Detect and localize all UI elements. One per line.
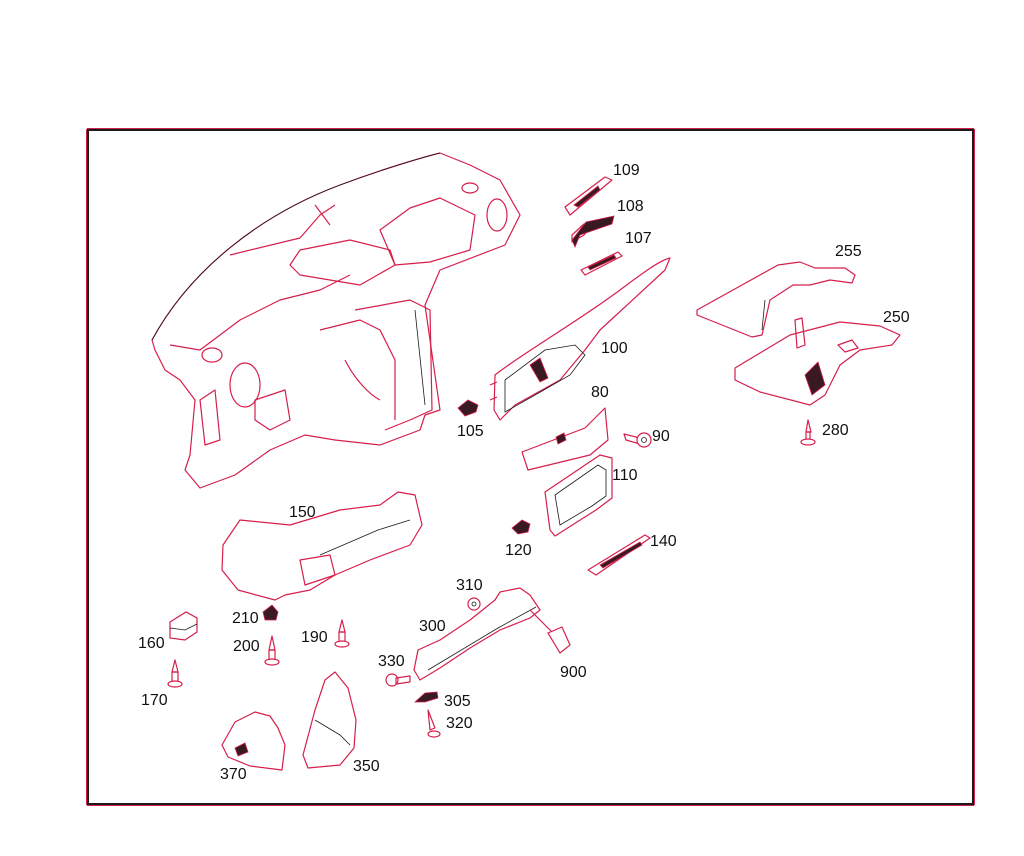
callout-170: 170 (141, 692, 168, 709)
callout-120: 120 (505, 542, 532, 559)
callout-210: 210 (232, 610, 259, 627)
callout-900: 900 (560, 664, 587, 681)
callout-370: 370 (220, 766, 247, 783)
badge-107 (580, 251, 623, 276)
callout-305: 305 (444, 693, 471, 710)
callout-108: 108 (617, 198, 644, 215)
callout-320: 320 (446, 715, 473, 732)
callout-190: 190 (301, 629, 328, 646)
console-300 (413, 587, 541, 681)
diagram-frame (87, 129, 974, 805)
callout-255: 255 (835, 243, 862, 260)
callout-200: 200 (233, 638, 260, 655)
bracket-350 (302, 671, 357, 769)
clip-105 (457, 399, 479, 417)
callout-250: 250 (883, 309, 910, 326)
callout-150: 150 (289, 504, 316, 521)
callout-330: 330 (378, 653, 405, 670)
callout-160: 160 (138, 635, 165, 652)
badge-108 (571, 215, 615, 249)
callout-109: 109 (613, 162, 640, 179)
air-duct-150 (221, 491, 423, 601)
screw-90 (623, 432, 652, 448)
bracket-370 (221, 711, 286, 771)
callout-310: 310 (456, 577, 483, 594)
callout-300: 300 (419, 618, 446, 635)
trim-panel-100 (489, 257, 671, 421)
nut-310 (467, 597, 481, 611)
bracket-255 (696, 261, 856, 338)
badge-140 (587, 534, 651, 576)
screw-330 (385, 673, 411, 687)
callout-100: 100 (601, 340, 628, 357)
screw-280 (800, 419, 816, 446)
label-900 (529, 609, 571, 654)
bezel-frame-110 (544, 454, 613, 537)
callout-140: 140 (650, 533, 677, 550)
callout-90: 90 (652, 428, 670, 445)
callout-80: 80 (591, 384, 609, 401)
callout-350: 350 (353, 758, 380, 775)
screw-320 (427, 709, 441, 738)
screw-170 (167, 659, 183, 688)
cap-160 (169, 611, 198, 641)
cover-panel-80 (521, 407, 609, 471)
callout-107: 107 (625, 230, 652, 247)
callout-280: 280 (822, 422, 849, 439)
bracket-250 (734, 317, 901, 406)
clip-120 (511, 519, 531, 535)
screw-190 (334, 619, 350, 648)
callout-110: 110 (612, 467, 638, 484)
callout-105: 105 (457, 423, 484, 440)
dashboard-assembly (151, 152, 521, 489)
badge-109 (564, 176, 613, 216)
clip-210 (262, 604, 279, 621)
clip-305 (413, 691, 439, 703)
screw-200 (264, 635, 280, 666)
